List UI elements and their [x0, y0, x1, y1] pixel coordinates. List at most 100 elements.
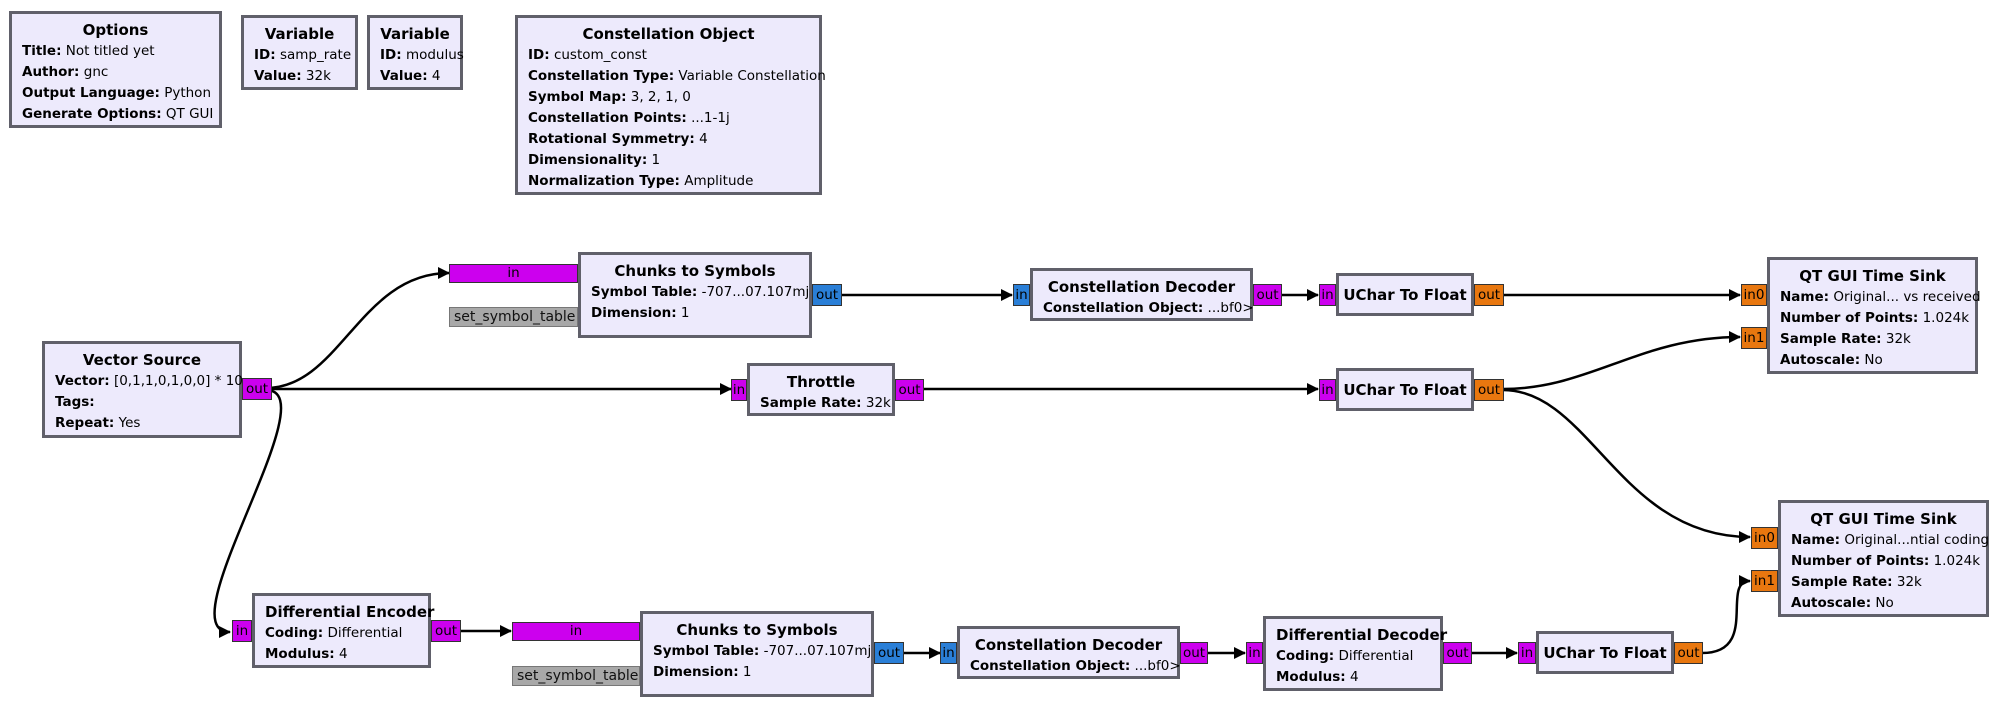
block-title: Options: [82, 21, 149, 39]
decoder-bottom-out-port[interactable]: out: [1180, 642, 1208, 664]
param-label: ID:: [528, 47, 550, 63]
sink1-in0-port[interactable]: in0: [1741, 284, 1767, 306]
wire-vector-source-to-chunks-top[interactable]: [265, 267, 450, 390]
throttle-in-port[interactable]: in: [731, 379, 747, 401]
sink2-in0-port[interactable]: in0: [1751, 527, 1778, 549]
block-title: Chunks to Symbols: [614, 262, 776, 280]
block-param-row: Value: 32k: [254, 66, 345, 87]
uchar1-in-port[interactable]: in: [1319, 284, 1336, 306]
param-value: custom_const: [553, 47, 647, 63]
uchar-to-float-1-block[interactable]: UChar To Float: [1336, 273, 1474, 316]
block-param-row: Symbol Table: -707...07.107mj: [591, 282, 809, 303]
diff-encoder-out-port[interactable]: out: [431, 620, 461, 642]
param-label: Modulus:: [265, 646, 335, 662]
param-label: Symbol Map:: [528, 89, 627, 105]
wire-uchar2-to-sink2-in0[interactable]: [1502, 388, 1751, 543]
block-param-row: Dimension: 1: [591, 303, 799, 324]
param-label: Symbol Table:: [653, 643, 760, 659]
throttle-out-port[interactable]: out: [895, 379, 924, 401]
uchar2-in-port[interactable]: in: [1319, 379, 1336, 401]
block-param-row: Number of Points: 1.024k: [1791, 551, 1980, 572]
block-param-row: Title: Not titled yet: [22, 41, 209, 62]
param-label: Title:: [22, 43, 62, 59]
block-param-row: Name: Original...ntial coding: [1791, 530, 1989, 551]
uchar2-out-port[interactable]: out: [1474, 379, 1504, 401]
param-value: 32k: [865, 395, 891, 411]
param-value: 1: [742, 664, 752, 680]
param-value: Differential: [1338, 648, 1414, 664]
param-value: samp_rate: [279, 47, 352, 63]
param-label: Dimensionality:: [528, 152, 648, 168]
param-label: Number of Points:: [1791, 553, 1930, 569]
wire-uchar2-to-sink1-in1[interactable]: [1502, 331, 1741, 391]
block-param-row: Repeat: Yes: [55, 413, 229, 434]
block-param-row: ID: samp_rate: [254, 45, 351, 66]
diff-decoder-out-port[interactable]: out: [1443, 642, 1472, 664]
chunks-bottom-set-symbol-table-port[interactable]: set_symbol_table: [512, 666, 640, 686]
uchar-to-float-3-block[interactable]: UChar To Float: [1536, 631, 1674, 674]
decoder-top-in-port[interactable]: in: [1013, 284, 1030, 306]
block-param-row: Coding: Differential: [1276, 646, 1430, 667]
block-title: Vector Source: [82, 351, 202, 369]
block-title: UChar To Float: [1343, 380, 1467, 399]
param-value: ...bf0>: [1207, 300, 1254, 316]
chunks-bottom-out-port[interactable]: out: [874, 642, 904, 664]
decoder-bottom-in-port[interactable]: in: [940, 642, 957, 664]
param-label: Value:: [380, 68, 428, 84]
diff-encoder-in-port[interactable]: in: [232, 620, 252, 642]
block-param-row: Value: 4: [380, 66, 450, 87]
block-title: Variable: [264, 25, 335, 43]
block-title: UChar To Float: [1543, 643, 1667, 662]
param-value: No: [1864, 352, 1883, 368]
sink1-in1-port[interactable]: in1: [1741, 327, 1767, 349]
block-title: Variable: [380, 25, 450, 43]
block-param-row: Symbol Table: -707...07.107mj: [653, 641, 871, 662]
chunks-top-in-port[interactable]: in: [449, 264, 578, 283]
param-value: modulus: [405, 47, 464, 63]
param-value: 1: [651, 152, 661, 168]
param-value: 32k: [305, 68, 331, 84]
param-label: ID:: [380, 47, 402, 63]
param-value: 32k: [1885, 331, 1911, 347]
decoder-top-out-port[interactable]: out: [1253, 284, 1282, 306]
uchar3-in-port[interactable]: in: [1518, 642, 1536, 664]
param-value: 32k: [1896, 574, 1922, 590]
block-title: Throttle: [786, 373, 856, 391]
param-label: Autoscale:: [1780, 352, 1861, 368]
block-title: Differential Encoder: [265, 603, 435, 621]
chunks-top-out-port[interactable]: out: [812, 284, 842, 306]
diff-decoder-in-port[interactable]: in: [1246, 642, 1263, 664]
wire-uchar3-to-sink2-in1[interactable]: [1701, 575, 1751, 655]
uchar-to-float-2-block[interactable]: UChar To Float: [1336, 368, 1474, 411]
uchar1-out-port[interactable]: out: [1474, 284, 1504, 306]
sink2-in1-port[interactable]: in1: [1751, 570, 1778, 592]
chunks-top-set-symbol-table-port[interactable]: set_symbol_table: [449, 307, 578, 327]
param-value: 1.024k: [1933, 553, 1981, 569]
vector-source-out-port[interactable]: out: [242, 378, 272, 400]
param-label: Rotational Symmetry:: [528, 131, 695, 147]
chunks-bottom-in-port[interactable]: in: [512, 622, 640, 641]
block-title: Chunks to Symbols: [676, 621, 838, 639]
param-label: Number of Points:: [1780, 310, 1919, 326]
uchar3-out-port[interactable]: out: [1674, 642, 1703, 664]
param-value: Original...ntial coding: [1844, 532, 1990, 548]
param-label: Constellation Object:: [1043, 300, 1204, 316]
param-label: Autoscale:: [1791, 595, 1872, 611]
param-label: Normalization Type:: [528, 173, 680, 189]
block-param-row: Modulus: 4: [1276, 667, 1430, 688]
wire-vector-source-to-diff-encoder[interactable]: [213, 388, 283, 638]
